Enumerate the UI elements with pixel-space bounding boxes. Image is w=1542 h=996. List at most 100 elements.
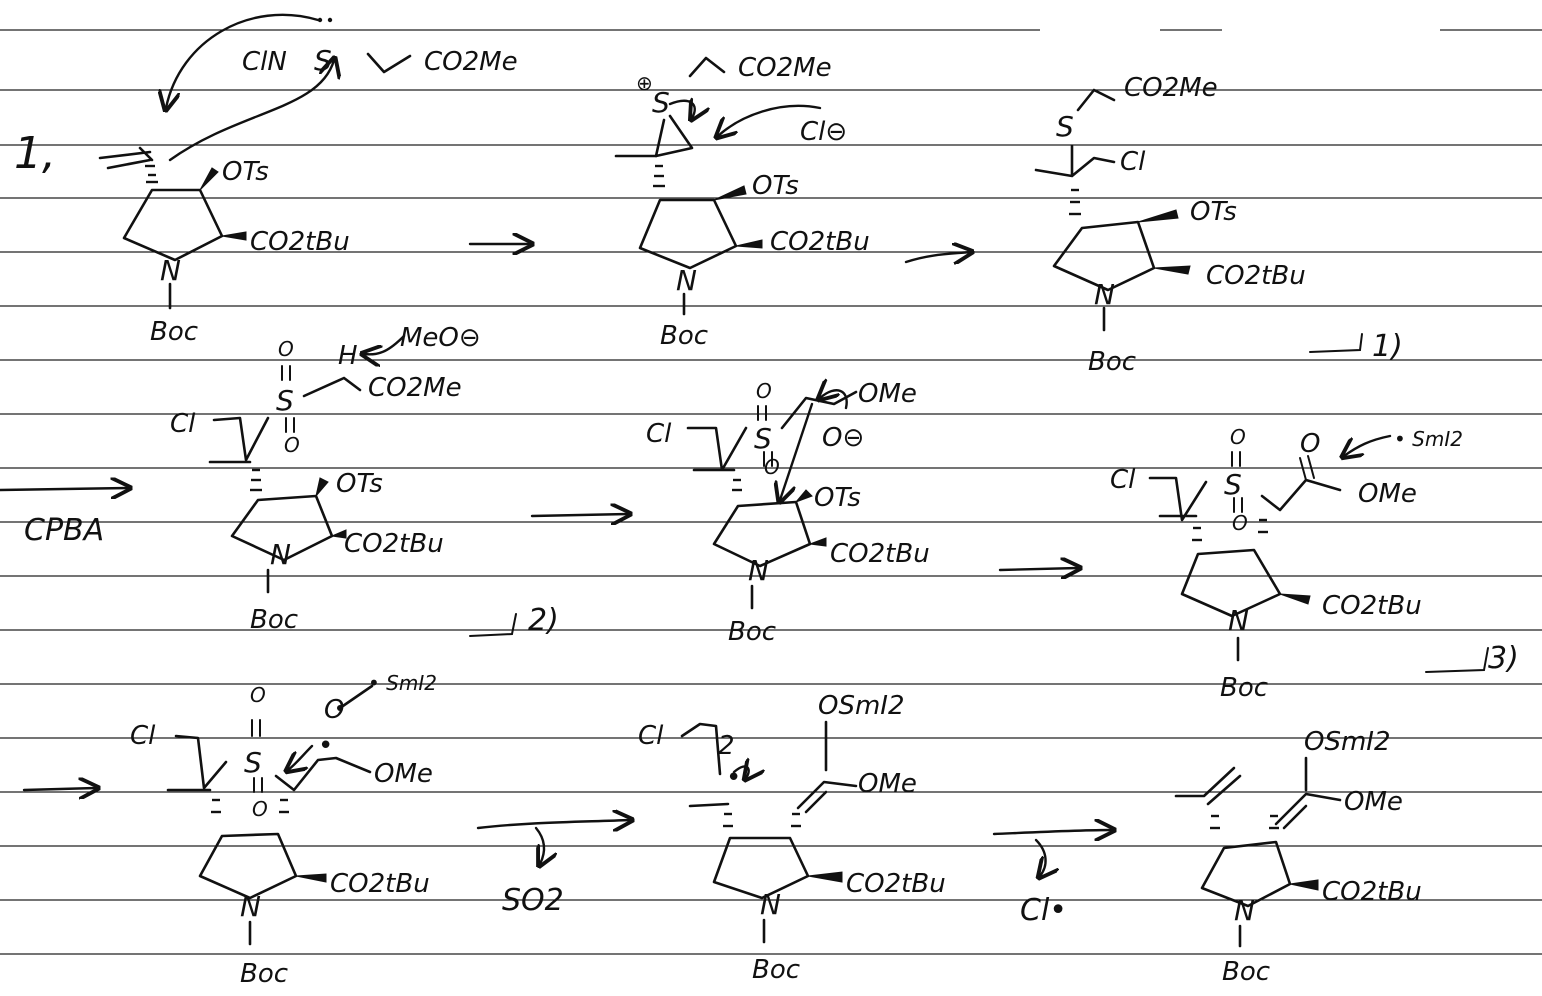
protecting-group-boc: Boc <box>1222 957 1270 987</box>
hashed-bond <box>1192 518 1268 542</box>
hashed-bond <box>1069 188 1081 216</box>
wedge-bond <box>1137 209 1179 223</box>
sulfone-s: S <box>276 384 294 417</box>
alpha-hydrogen: H <box>338 341 358 371</box>
ester-chain <box>1260 478 1342 512</box>
reagent-mcpba: CPBA <box>24 513 104 548</box>
methoxide: MeO⊖ <box>400 323 481 353</box>
pyrrolidine-ring <box>198 832 298 900</box>
sulfone-top-o: O <box>278 337 294 361</box>
structure-6-bicyclic-sulfone: O S O O • SmI2 OMe Cl CO2tBu N Boc 3) <box>1110 425 1519 703</box>
sulfone-s: S <box>754 422 772 455</box>
ester-chain <box>274 756 372 792</box>
hashed-bond <box>723 812 801 828</box>
chloro-group: Cl <box>170 409 196 439</box>
wedge-bond <box>807 871 843 883</box>
arrow-sn2-displacement <box>780 402 814 500</box>
substituent-co2tbu: CO2tBu <box>1322 591 1422 621</box>
enolate-double-bond <box>796 780 858 814</box>
chain-co2me: CO2Me <box>1124 73 1218 103</box>
ester-ome: OMe <box>858 379 917 409</box>
enolate-oxygen: O⊖ <box>822 423 864 453</box>
sulfone-bottom-o: O <box>284 433 300 457</box>
vinyl-double-bond <box>1174 766 1242 806</box>
ester-ome: OMe <box>858 769 917 799</box>
pyrrolidine-ring <box>1180 548 1282 618</box>
byproduct-so2: SO2 <box>502 883 564 918</box>
substituent-co2tbu: CO2tBu <box>846 869 946 899</box>
chloride-ion: Cl⊖ <box>800 117 847 147</box>
step-label-3: 3) <box>1488 641 1519 676</box>
chain-co2me: CO2Me <box>368 373 462 403</box>
sulfone-s: S <box>1224 468 1242 501</box>
structure-3-chloro-sulfide: S CO2Me Cl OTs CO2tBu N Boc 1) <box>1034 73 1403 377</box>
pyrrolidine-ring <box>712 500 812 568</box>
alkene-double-bond <box>98 146 154 170</box>
substituent-ots: OTs <box>1190 197 1237 227</box>
substituent-co2tbu: CO2tBu <box>344 529 444 559</box>
sulfone-bottom-o: O <box>1232 511 1248 535</box>
pyrrolidine-ring <box>230 494 334 562</box>
ring-nitrogen: N <box>760 888 781 921</box>
wedge-bond <box>1279 593 1311 605</box>
protecting-group-boc: Boc <box>660 321 708 351</box>
protecting-group-boc: Boc <box>1088 347 1136 377</box>
carbonyl-double-bond <box>1299 457 1307 481</box>
chloro-group: Cl <box>1110 465 1136 495</box>
sulfone-s: S <box>244 746 262 779</box>
arrow-enolate-push <box>820 390 848 410</box>
substituent-co2tbu: CO2tBu <box>770 227 870 257</box>
byproduct-cl-radical: Cl• <box>1020 893 1067 928</box>
carbonyl-oxygen: O <box>1300 429 1320 459</box>
carbon-skeleton <box>1034 144 1116 178</box>
structure-4-sulfone: O S O H MeO⊖ CO2Me Cl OTs CO2tBu N Boc 2… <box>170 323 559 638</box>
samarium-reagent: • SmI2 <box>1394 427 1463 451</box>
carbon-skeleton <box>686 426 748 472</box>
pyrrolidine-ring <box>1052 220 1156 292</box>
wedge-bond <box>295 873 327 883</box>
ester-ome: OMe <box>1344 787 1403 817</box>
carbon-skeleton <box>680 722 730 808</box>
protecting-group-boc: Boc <box>240 959 288 989</box>
protecting-group-boc: Boc <box>728 617 776 647</box>
step-bracket <box>1425 647 1489 673</box>
pyrrolidine-ring <box>638 198 738 270</box>
structure-8-diradical-enolate: OSmI2 OMe Cl 2 • CO2tBu N Boc <box>638 691 946 985</box>
pyrrolidine-ring <box>712 836 810 900</box>
o-sm-bond <box>338 684 374 710</box>
structure-1-alkene-pyrrolidine: ClN S CO2Me OTs CO2tBu N Boc <box>98 13 518 347</box>
reaction-arrow <box>904 252 970 262</box>
lone-pair-dot <box>317 17 323 23</box>
step-number: 1, <box>14 128 56 179</box>
reaction-arrow-mcpba <box>0 488 128 490</box>
reagent-cl: ClN <box>242 47 287 77</box>
substituent-co2tbu: CO2tBu <box>830 539 930 569</box>
chloro-group: Cl <box>638 721 664 751</box>
samarium-label: • SmI2 <box>368 671 437 695</box>
enolate-osmi2: OSmI2 <box>1304 727 1391 757</box>
wedge-bond <box>794 489 813 504</box>
sulfone-bottom-o: O <box>252 797 268 821</box>
substituent-co2tbu: CO2tBu <box>250 227 350 257</box>
ring-nitrogen: N <box>676 264 697 297</box>
sulfone-top-o: O <box>250 683 266 707</box>
substituent-ots: OTs <box>336 469 383 499</box>
s-chain <box>1076 88 1116 112</box>
arrow-s-to-alkene <box>166 13 320 108</box>
sulfonium-s: S <box>652 86 670 119</box>
substituent-ots: OTs <box>222 157 269 187</box>
protecting-group-boc: Boc <box>150 317 198 347</box>
wedge-bond <box>713 185 747 201</box>
radical-dot <box>337 705 343 711</box>
structure-9-product-enolate: OSmI2 OMe CO2tBu N Boc <box>1174 727 1422 987</box>
arrow-label-2: 2 <box>718 731 735 761</box>
ketyl-oxygen: O <box>324 695 344 725</box>
lone-pair-dot <box>327 17 333 23</box>
reagent-chain <box>366 52 412 74</box>
ring-nitrogen: N <box>160 254 181 287</box>
wedge-bond <box>221 231 247 241</box>
carbonyl-double-bond <box>1307 455 1315 479</box>
protecting-group-boc: Boc <box>1220 673 1268 703</box>
